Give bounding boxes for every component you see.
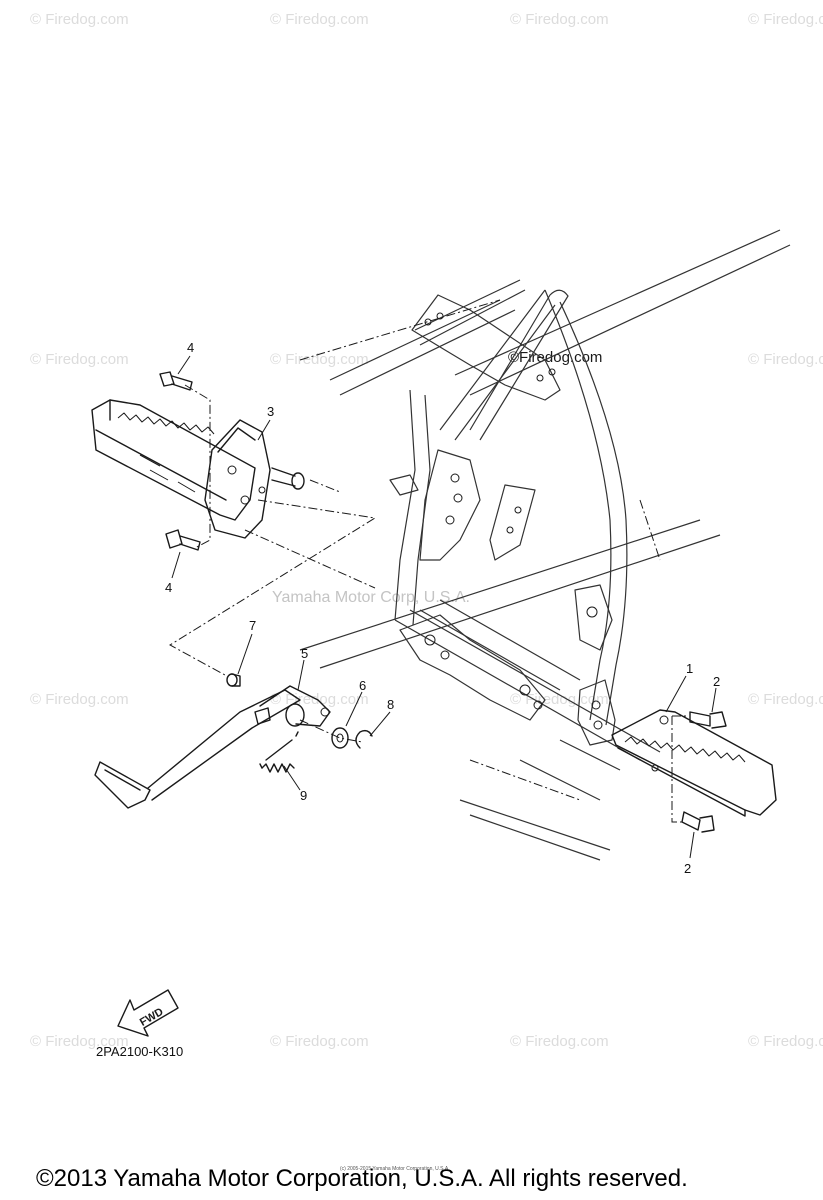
callout-4: 4 [165, 580, 172, 595]
fwd-label: FWD [138, 1006, 166, 1029]
fwd-arrow-icon: FWD [117, 989, 179, 1037]
callout-2: 2 [684, 861, 691, 876]
clip-8 [355, 729, 373, 749]
bolt-4-upper [159, 371, 193, 391]
watermark: © Firedog.com [510, 1033, 609, 1050]
left-footrest [91, 399, 256, 521]
callout-5: 5 [301, 646, 308, 661]
watermark: © Firedog.com [270, 11, 369, 28]
right-footrest [611, 709, 777, 817]
fine-print: (c) 2005-2015 Yamaha Motor Corporation, … [340, 1166, 450, 1172]
watermark: © Firedog.com [30, 351, 129, 368]
washer-6 [331, 727, 349, 749]
spring-9 [259, 731, 299, 773]
bolt-2-lower [681, 811, 715, 833]
watermark: © Firedog.com [270, 691, 369, 708]
frame [299, 229, 791, 861]
leader-lines [171, 355, 717, 859]
brake-pedal-bracket [204, 419, 305, 539]
watermark-layer: © Firedog.com © Firedog.com © Firedog.co… [30, 11, 823, 1050]
brake-pedal [94, 685, 331, 809]
watermark-company: Yamaha Motor Corp, U.S.A. [272, 589, 470, 606]
callout-4: 4 [187, 340, 194, 355]
callout-3: 3 [267, 404, 274, 419]
callout-7: 7 [249, 618, 256, 633]
copyright-notice: ©2013 Yamaha Motor Corporation, U.S.A. A… [36, 1165, 688, 1192]
watermark: © Firedog.com [30, 691, 129, 708]
diagram-code: 2PA2100-K310 [96, 1044, 183, 1059]
watermark: © Firedog.com [270, 351, 369, 368]
watermark: © Firedog.com [748, 691, 823, 708]
callouts: 1 2 2 3 4 4 5 6 7 8 9 [165, 340, 720, 876]
callout-1: 1 [686, 661, 693, 676]
watermark: © Firedog.com [748, 1033, 823, 1050]
watermark: © Firedog.com [270, 1033, 369, 1050]
watermark: © Firedog.com [510, 11, 609, 28]
watermark-center: ©Firedog.com [508, 349, 602, 366]
callout-9: 9 [300, 788, 307, 803]
watermark: © Firedog.com [748, 11, 823, 28]
watermark: © Firedog.com [748, 351, 823, 368]
bolt-4-lower [165, 529, 201, 551]
callout-8: 8 [387, 697, 394, 712]
watermark: © Firedog.com [30, 11, 129, 28]
callout-6: 6 [359, 678, 366, 693]
assembly-lines [169, 384, 688, 823]
bolt-2-upper [689, 711, 727, 729]
bushing-7 [226, 673, 241, 687]
watermark: © Firedog.com [510, 691, 609, 708]
callout-2: 2 [713, 674, 720, 689]
watermark: © Firedog.com [30, 1033, 129, 1050]
